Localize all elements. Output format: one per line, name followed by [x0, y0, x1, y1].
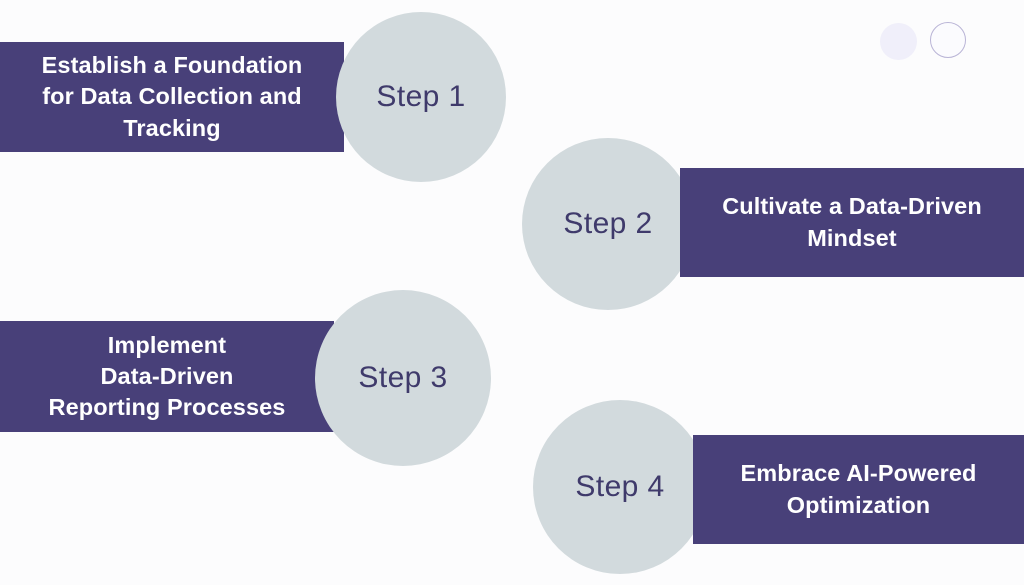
- step-1-title: Establish a Foundation for Data Collecti…: [41, 52, 303, 141]
- step-3-badge-label: Step 3: [358, 361, 448, 394]
- step-4-badge-circle[interactable]: Step 4: [533, 400, 707, 574]
- step-row-4: Step 4 Embrace AI-Powered Optimization: [0, 400, 1024, 585]
- step-4-title: Embrace AI-Powered Optimization: [740, 460, 977, 518]
- step-3-badge-circle[interactable]: Step 3: [315, 290, 491, 466]
- step-2-badge-circle[interactable]: Step 2: [522, 138, 694, 310]
- step-1-badge-label: Step 1: [376, 80, 466, 113]
- step-3-title-bar[interactable]: Implement Data-Driven Reporting Processe…: [0, 321, 334, 432]
- step-1-badge-circle[interactable]: Step 1: [336, 12, 506, 182]
- step-4-title-bar[interactable]: Embrace AI-Powered Optimization: [693, 435, 1024, 544]
- decorative-outline-circle-icon: [930, 22, 966, 58]
- step-row-2: Step 2 Cultivate a Data-Driven Mindset: [0, 138, 1024, 314]
- step-4-badge-label: Step 4: [575, 470, 665, 503]
- step-2-title-bar[interactable]: Cultivate a Data-Driven Mindset: [680, 168, 1024, 277]
- step-3-title: Implement Data-Driven Reporting Processe…: [48, 331, 286, 421]
- step-row-1: Establish a Foundation for Data Collecti…: [0, 0, 1024, 190]
- decorative-filled-circle-icon: [880, 23, 917, 60]
- step-1-title-bar[interactable]: Establish a Foundation for Data Collecti…: [0, 42, 344, 152]
- step-2-title: Cultivate a Data-Driven Mindset: [722, 193, 982, 251]
- step-2-badge-label: Step 2: [563, 207, 653, 240]
- step-row-3: Implement Data-Driven Reporting Processe…: [0, 290, 1024, 470]
